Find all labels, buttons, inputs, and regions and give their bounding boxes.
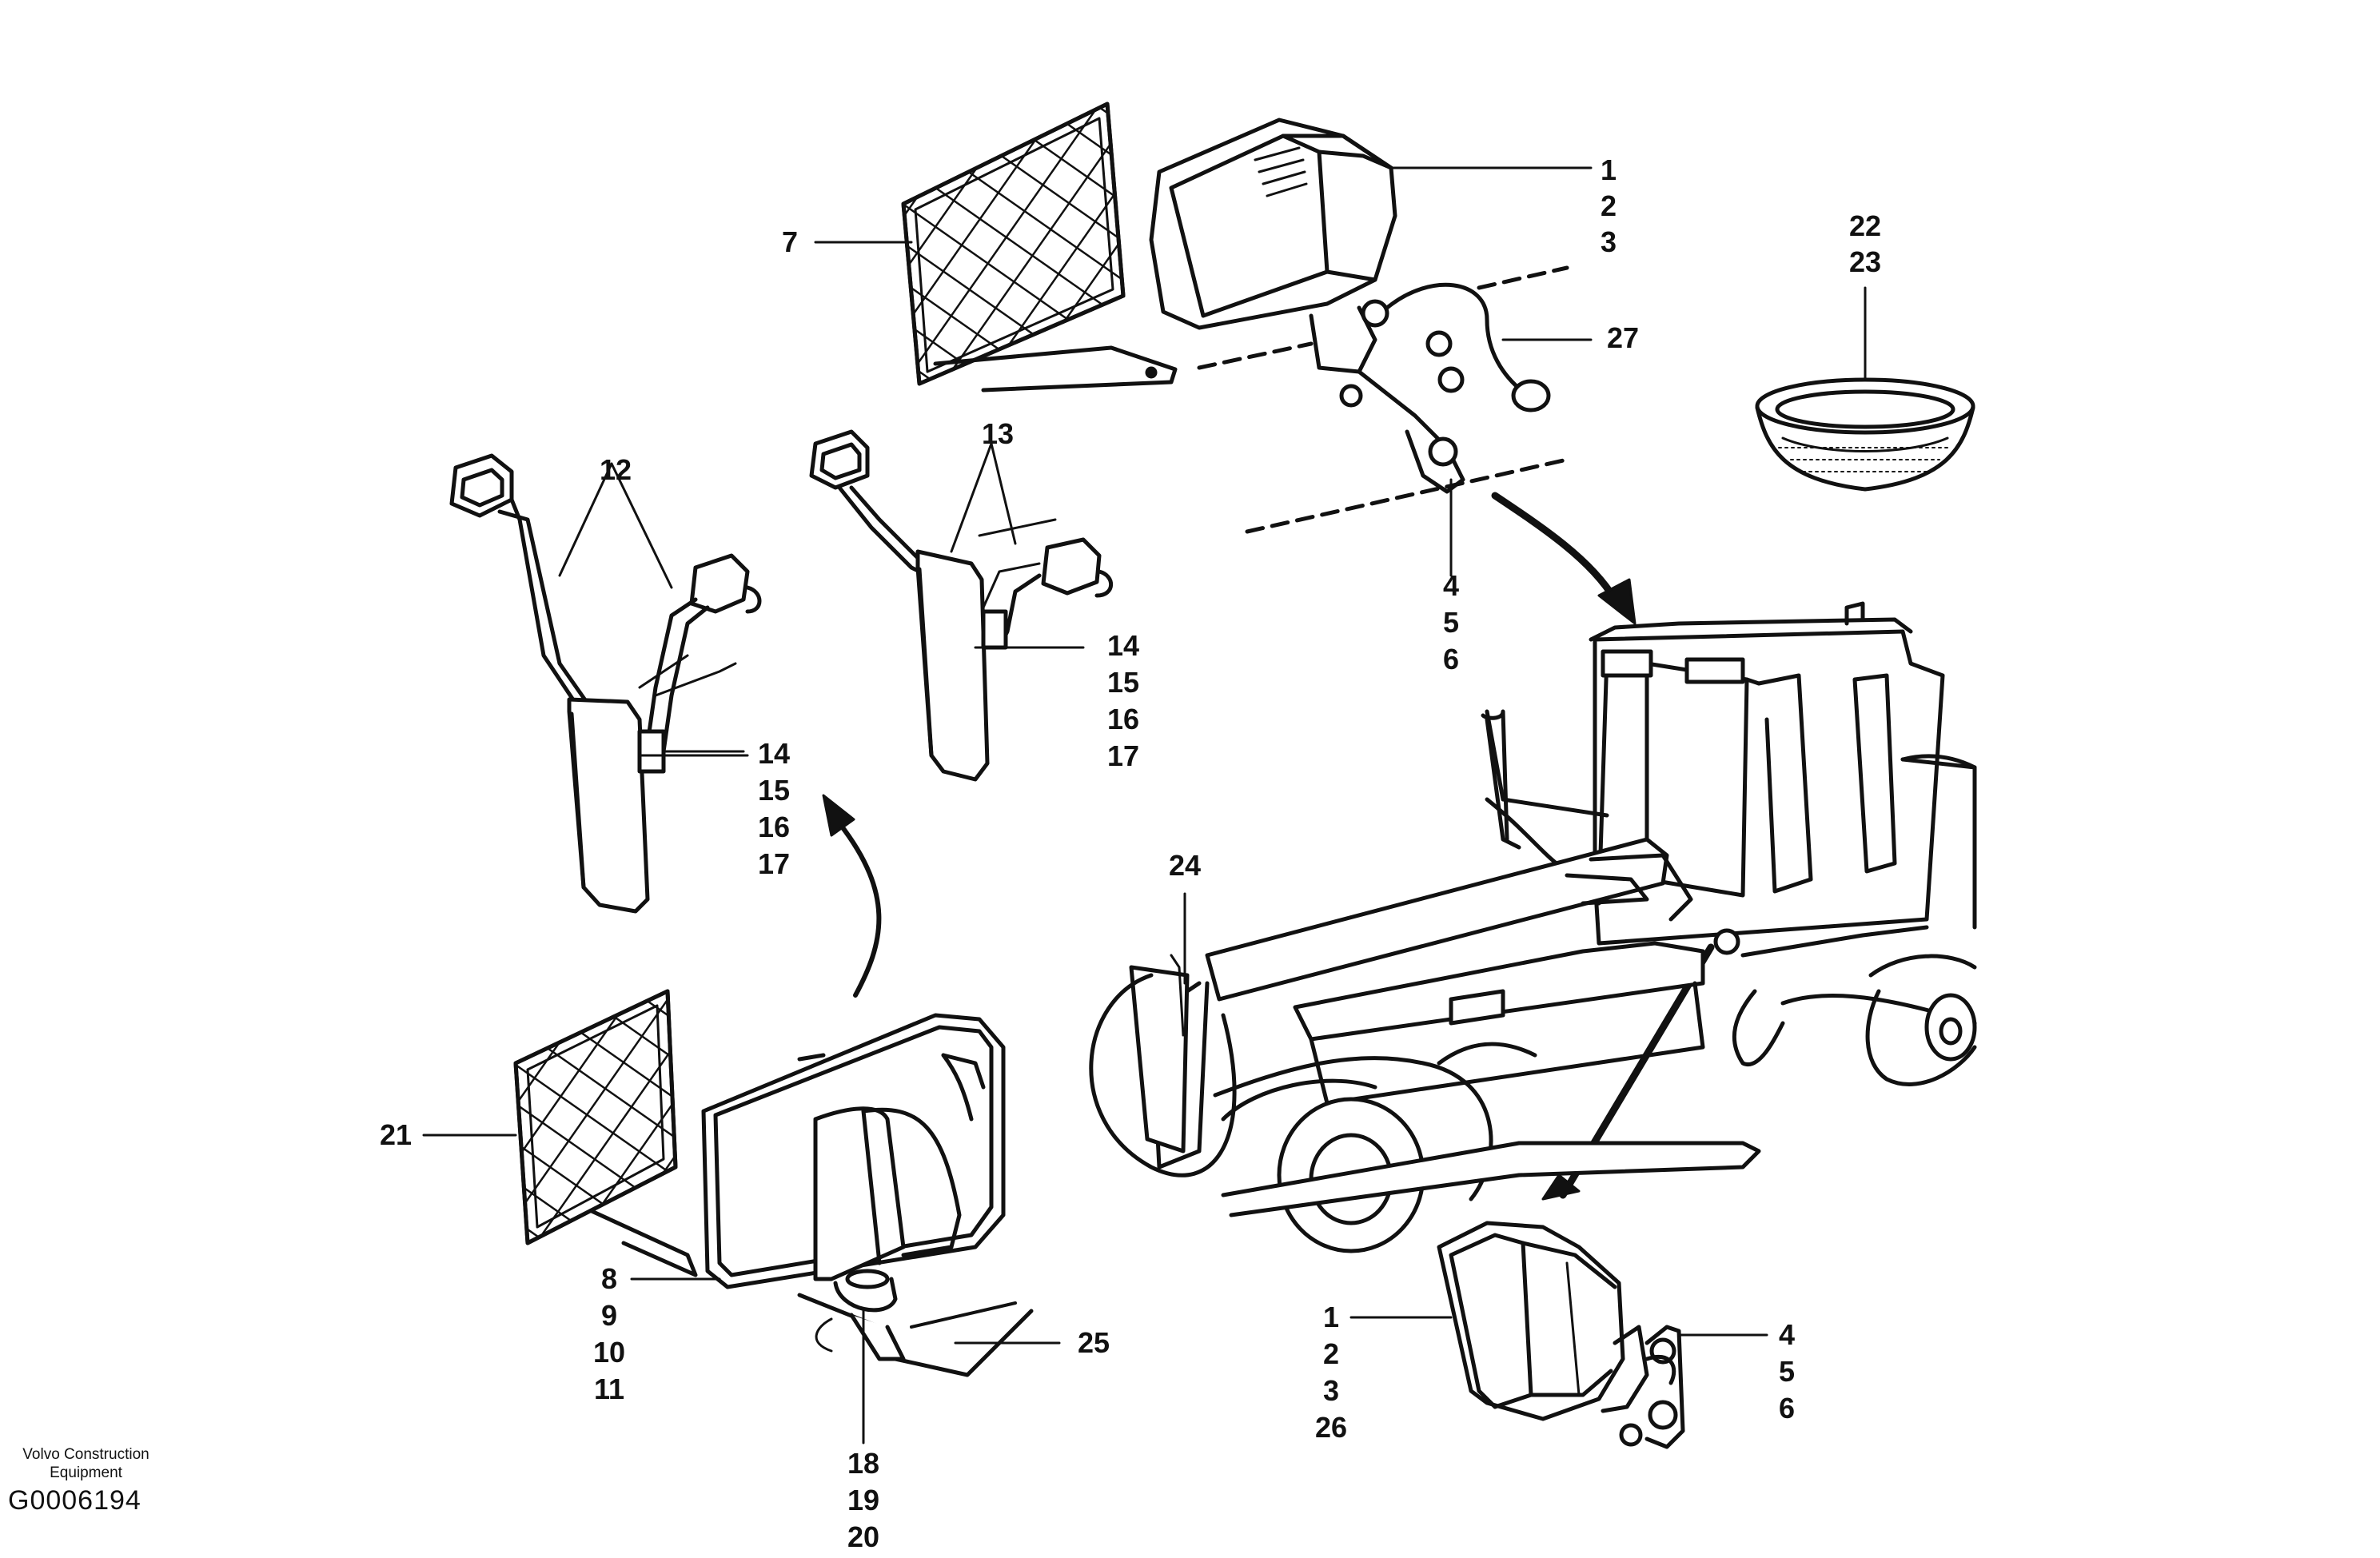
leader-lines <box>422 166 1867 1444</box>
callout-8: 8 <box>601 1262 617 1295</box>
arrow-up <box>837 821 882 998</box>
callout-2: 2 <box>1601 189 1617 222</box>
mirror-assembly-right <box>809 429 1114 782</box>
callout-19: 19 <box>847 1484 879 1516</box>
callout-6a: 6 <box>1443 643 1459 675</box>
callout-18: 18 <box>847 1447 879 1480</box>
callout-14a: 14 <box>1107 629 1139 662</box>
callout-1b: 1 <box>1323 1301 1339 1333</box>
callout-11: 11 <box>594 1373 624 1405</box>
callout-5b: 5 <box>1779 1355 1795 1388</box>
dome-cover <box>1755 377 1975 492</box>
callout-24: 24 <box>1169 849 1201 882</box>
callout-12: 12 <box>600 453 632 486</box>
drawing-code: G0006194 <box>8 1485 142 1516</box>
callout-14b: 14 <box>758 737 790 770</box>
callout-15a: 15 <box>1107 666 1139 699</box>
mesh-guard-7 <box>901 102 1178 392</box>
callout-9: 9 <box>601 1299 617 1332</box>
callout-13: 13 <box>982 417 1014 450</box>
callout-22: 22 <box>1849 209 1881 242</box>
callout-16a: 16 <box>1107 703 1139 735</box>
callout-23: 23 <box>1849 245 1881 278</box>
manufacturer-name: Volvo Construction <box>22 1446 149 1463</box>
callout-4a: 4 <box>1443 569 1459 602</box>
callout-3: 3 <box>1601 225 1617 258</box>
callout-6b: 6 <box>1779 1392 1795 1425</box>
callout-25: 25 <box>1078 1326 1110 1359</box>
arrow-to-cab <box>1491 492 1619 604</box>
manufacturer-credit: Volvo Construction Equipment <box>0 1445 172 1482</box>
callout-21: 21 <box>380 1118 412 1151</box>
callout-7: 7 <box>782 225 798 258</box>
callout-15b: 15 <box>758 774 790 807</box>
callout-27: 27 <box>1607 321 1639 354</box>
work-lamp-bottom <box>1437 1221 1685 1449</box>
mirror-housing-large <box>701 1013 1034 1377</box>
mesh-guard-21 <box>513 989 698 1277</box>
callout-17a: 17 <box>1107 739 1139 772</box>
mirror-assembly-left <box>449 453 762 914</box>
callout-4b: 4 <box>1779 1318 1795 1351</box>
callout-26: 26 <box>1315 1411 1347 1444</box>
callout-20: 20 <box>847 1520 879 1553</box>
callout-1: 1 <box>1601 153 1617 186</box>
callout-3b: 3 <box>1323 1374 1339 1407</box>
callout-10: 10 <box>593 1336 625 1369</box>
work-lamp-top <box>1149 118 1569 534</box>
callout-5a: 5 <box>1443 606 1459 639</box>
callout-17b: 17 <box>758 847 790 880</box>
manufacturer-division: Equipment <box>50 1464 122 1481</box>
callouts: 1 2 3 7 27 22 23 12 13 14 15 16 17 14 15… <box>380 153 1881 1553</box>
callout-2b: 2 <box>1323 1337 1339 1370</box>
callout-16b: 16 <box>758 811 790 843</box>
motor-grader <box>1089 601 1977 1253</box>
